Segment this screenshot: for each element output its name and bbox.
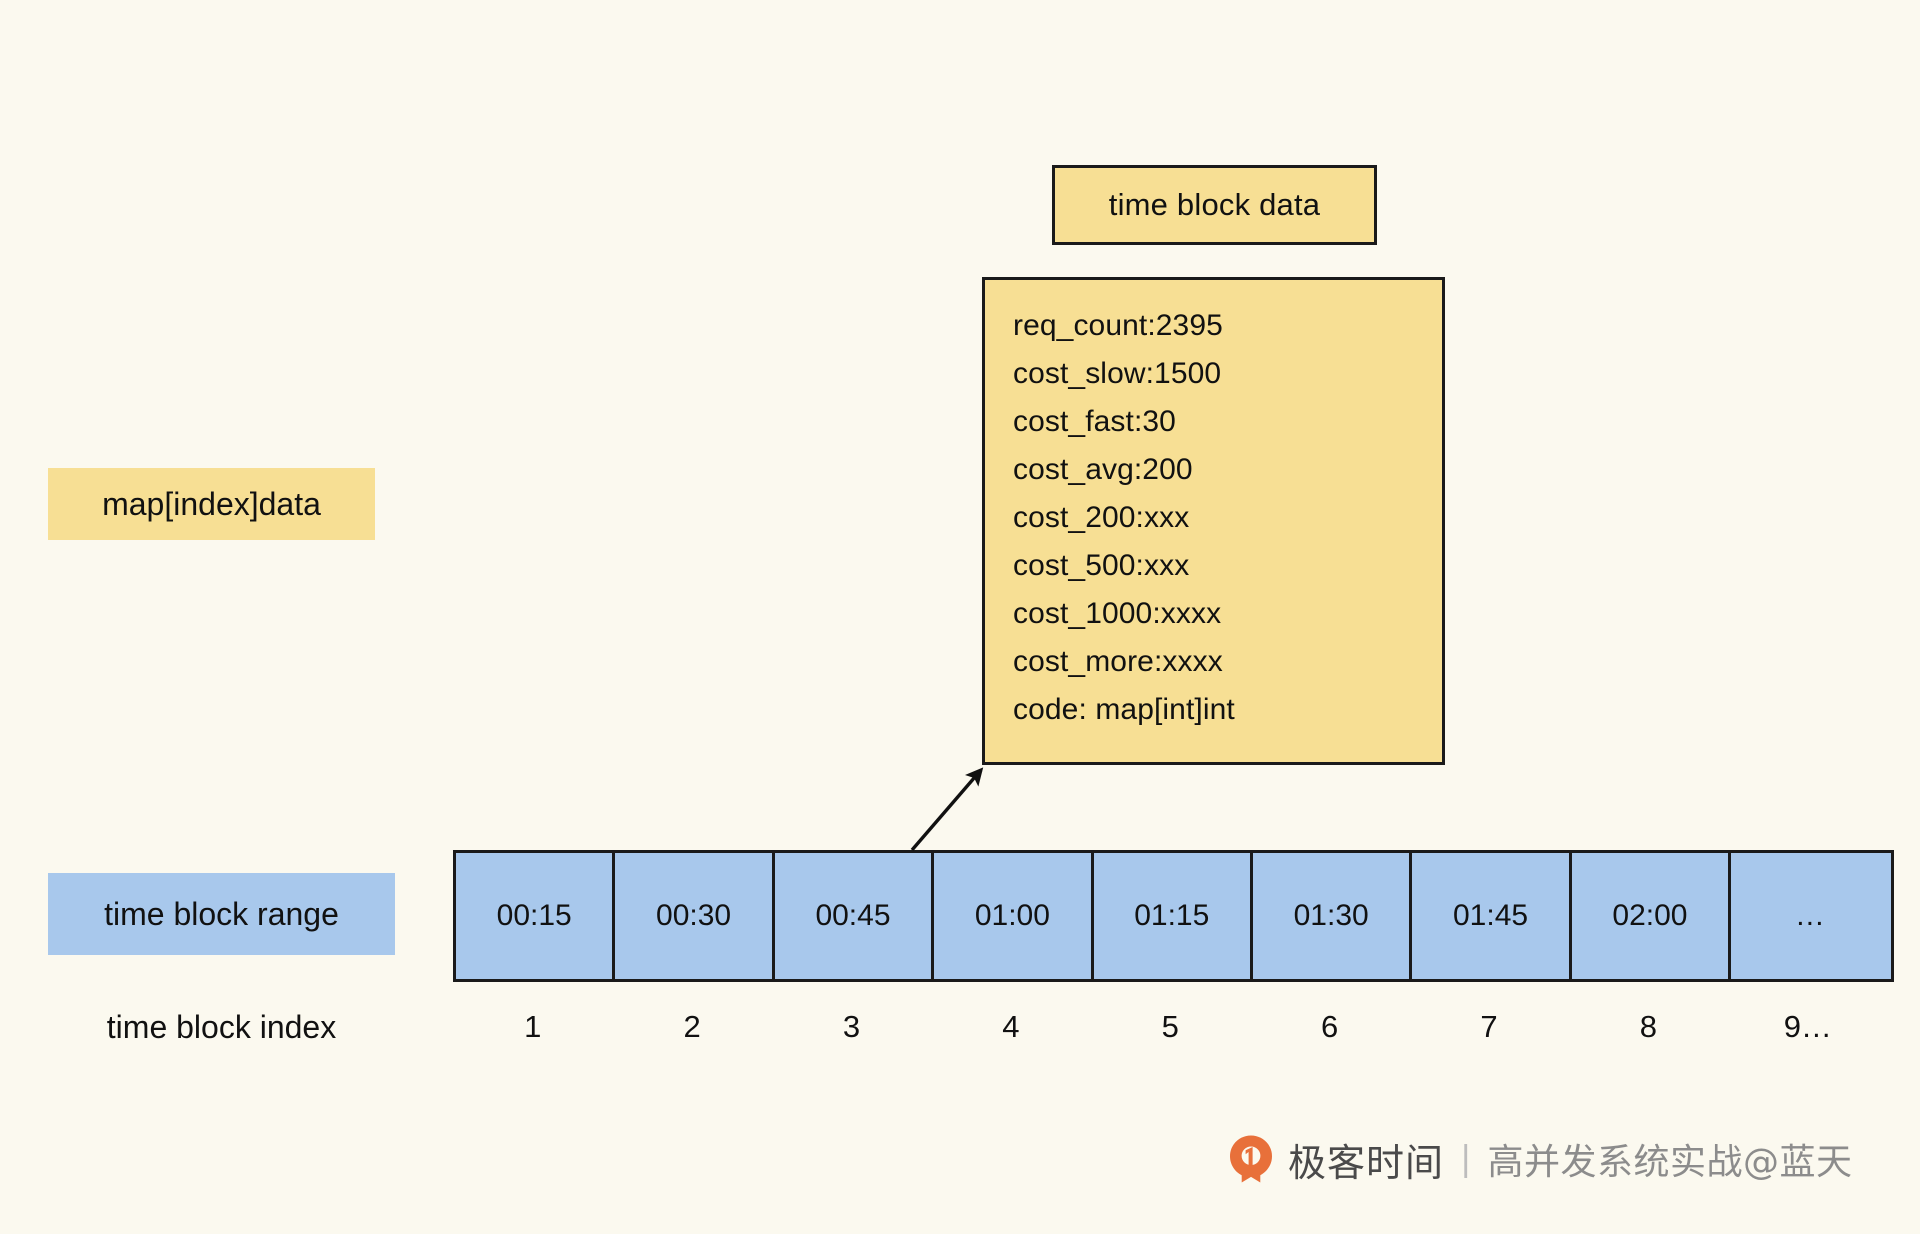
time-block-index-value: 3 bbox=[842, 1009, 861, 1044]
map-index-data-label-box: map[index]data bbox=[48, 468, 375, 540]
time-block-cell[interactable]: 02:00 bbox=[1571, 853, 1732, 979]
data-line-cost-slow: cost_slow:1500 bbox=[1013, 357, 1222, 390]
data-line-req-count: req_count:2395 bbox=[1013, 309, 1223, 342]
data-line-cost-fast: cost_fast:30 bbox=[1013, 405, 1176, 438]
time-block-range-table: 00:15 00:30 00:45 01:00 01:15 01:30 01:4… bbox=[453, 850, 1894, 982]
map-index-data-label: map[index]data bbox=[102, 485, 321, 522]
time-block-index-value: 2 bbox=[683, 1009, 701, 1044]
time-block-index-value: 4 bbox=[1002, 1009, 1020, 1044]
time-block-index-value: 8 bbox=[1639, 1009, 1658, 1044]
time-block-index-value: 9… bbox=[1783, 1009, 1832, 1044]
time-block-cell[interactable]: 00:15 bbox=[456, 853, 616, 979]
watermark: 极客时间 | 高并发系统实战@蓝天 bbox=[1228, 1128, 1853, 1190]
data-line-cost-avg: cost_avg:200 bbox=[1013, 453, 1193, 486]
time-block-range-label-box: time block range bbox=[48, 873, 395, 955]
time-block-cell[interactable]: 00:30 bbox=[615, 853, 775, 979]
watermark-subtitle: 高并发系统实战@蓝天 bbox=[1487, 1142, 1853, 1183]
time-block-index-value: 6 bbox=[1321, 1009, 1339, 1044]
data-line-cost-500: cost_500:xxx bbox=[1013, 549, 1190, 582]
data-line-cost-1000: cost_1000:xxxx bbox=[1013, 597, 1222, 630]
time-block-cell[interactable]: 00:45 bbox=[774, 853, 935, 979]
time-block-index-row: 1 2 3 4 5 6 7 8 9… bbox=[453, 1000, 1888, 1054]
time-block-index-value: 7 bbox=[1480, 1009, 1498, 1044]
time-block-data-title-box: time block data bbox=[1052, 165, 1377, 245]
time-block-cell[interactable]: 01:45 bbox=[1412, 853, 1572, 979]
time-block-cell[interactable]: 01:00 bbox=[934, 853, 1094, 979]
data-line-cost-200: cost_200:xxx bbox=[1013, 501, 1190, 534]
time-block-data-title-label: time block data bbox=[1108, 187, 1321, 222]
time-block-index-label-box: time block index bbox=[48, 1000, 395, 1054]
time-block-index-label: time block index bbox=[106, 1008, 337, 1045]
time-block-cell[interactable]: 01:15 bbox=[1093, 853, 1253, 979]
time-block-cell-ellipsis[interactable]: … bbox=[1731, 853, 1891, 979]
watermark-separator: | bbox=[1460, 1139, 1472, 1179]
time-block-index-value: 1 bbox=[524, 1009, 542, 1044]
time-block-index-value: 5 bbox=[1161, 1009, 1179, 1044]
data-line-code: code: map[int]int bbox=[1013, 693, 1235, 726]
geekbang-logo-icon bbox=[1230, 1135, 1272, 1183]
time-block-data-detail-box: req_count:2395 cost_slow:1500 cost_fast:… bbox=[982, 277, 1445, 765]
time-block-range-label: time block range bbox=[104, 895, 339, 932]
time-block-cell[interactable]: 01:30 bbox=[1252, 853, 1413, 979]
watermark-brand: 极客时间 bbox=[1288, 1140, 1445, 1185]
data-line-cost-more: cost_more:xxxx bbox=[1013, 645, 1223, 678]
